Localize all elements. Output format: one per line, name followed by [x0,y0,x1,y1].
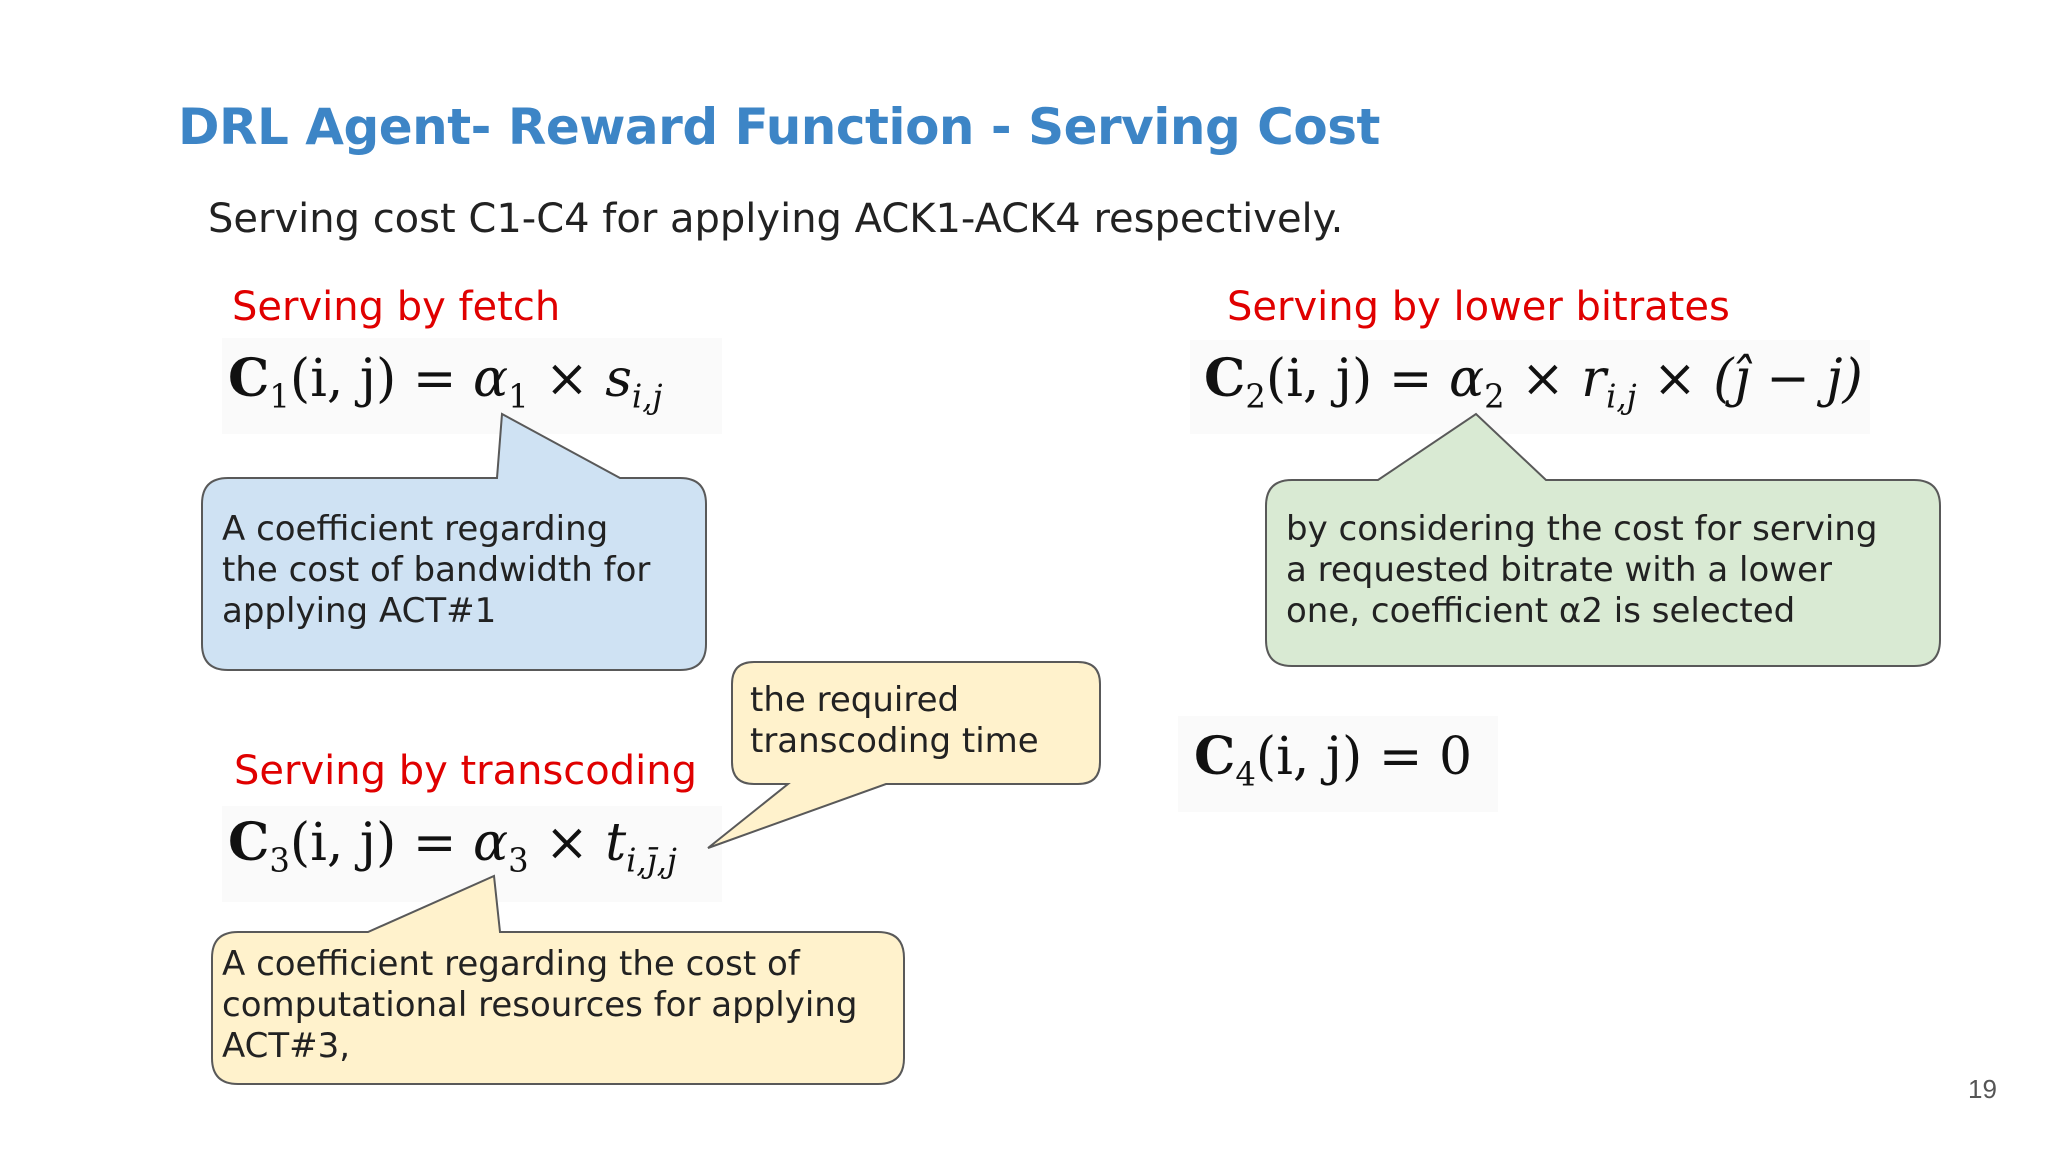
formula-equals: = [412,349,457,409]
formula-c2: C2(i, j) = α2 × ri,j × (ĵ − j) [1204,348,1863,415]
formula-args: (i, j) [1255,727,1363,787]
formula-coefficient: α [1448,349,1485,409]
callout-yellow-coefficient [211,874,905,1085]
formula-args: (i, j) [289,349,397,409]
formula-symbol: C [228,812,270,873]
formula-times: × [1521,349,1565,409]
formula-coefficient-index: 2 [1484,377,1505,416]
callout-text-bandwidth-coefficient: A coefficient regarding the cost of band… [222,509,651,631]
slide-subtitle: Serving cost C1-C4 for applying ACK1-ACK… [208,196,1344,242]
formula-equals: = [1388,349,1433,409]
formula-coefficient-index: 1 [508,377,529,416]
callout-yellow-time [707,661,1101,849]
formula-coefficient: α [472,813,509,873]
formula-coefficient: α [472,349,509,409]
formula-index: 3 [269,841,290,880]
formula-c4: C4(i, j) = 0 [1194,726,1472,793]
formula-variable: r [1581,349,1607,409]
formula-args: (i, j) [289,813,397,873]
formula-times: × [545,813,589,873]
formula-symbol: C [228,348,270,409]
formula-c3: C3(i, j) = α3 × ti,j̄,j [228,812,677,879]
formula-index: 1 [269,377,290,416]
page-number: 19 [1968,1074,1997,1104]
callout-text-transcoding-time: the required transcoding time [750,680,1039,761]
formula-tail: (ĵ − j) [1713,349,1863,409]
callout-green [1265,412,1941,667]
formula-symbol: C [1194,726,1236,787]
callout-blue [201,412,707,671]
formula-value: 0 [1438,727,1473,787]
formula-variable-index: i,j̄,j [626,841,677,880]
formula-background [1178,716,1498,812]
callout-text-computational-coefficient: A coefficient regarding the cost of comp… [222,944,858,1066]
formula-variable-index: i,j [631,377,663,416]
formula-coefficient-index: 3 [508,841,529,880]
formula-background [1190,340,1870,434]
formula-symbol: C [1204,348,1246,409]
heading-serving-by-lower-bitrates: Serving by lower bitrates [1227,284,1730,330]
slide-title: DRL Agent- Reward Function - Serving Cos… [178,98,1380,156]
formula-background [222,338,722,434]
formula-variable: s [605,349,632,409]
callout-text-bitrate-coefficient: by considering the cost for serving a re… [1286,509,1878,631]
formula-variable: t [605,813,627,873]
formula-equals: = [412,813,457,873]
formula-args: (i, j) [1265,349,1373,409]
formula-variable-index: i,j [1606,377,1637,416]
formula-times: × [545,349,589,409]
heading-serving-by-fetch: Serving by fetch [232,284,561,330]
formula-index: 4 [1235,755,1256,794]
formula-index: 2 [1245,377,1266,416]
formula-times: × [1653,349,1697,409]
formula-c1: C1(i, j) = α1 × si,j [228,348,662,415]
heading-serving-by-transcoding: Serving by transcoding [234,748,698,794]
formula-equals: = [1378,727,1423,787]
